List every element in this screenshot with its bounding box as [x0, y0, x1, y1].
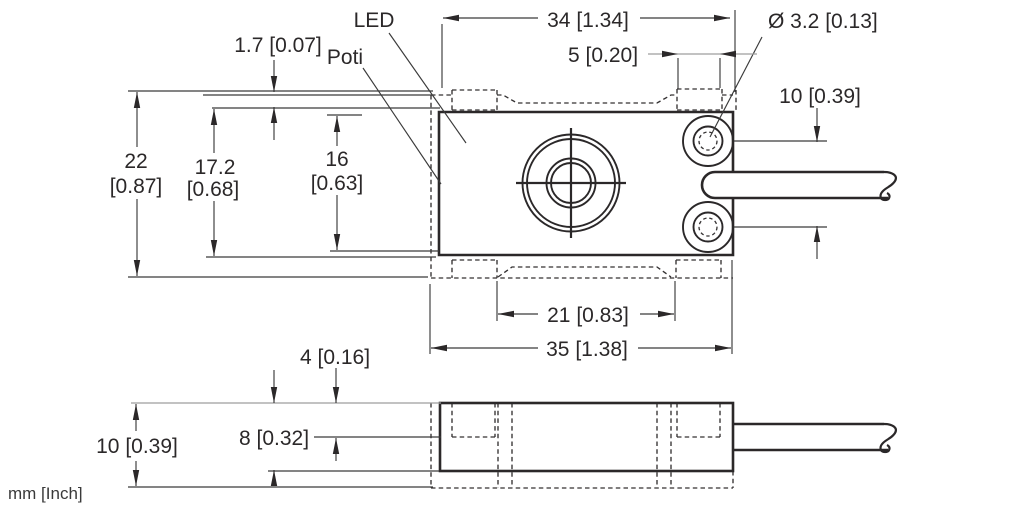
dim-thickness: 8 [0.32]	[239, 427, 309, 450]
dim-hole-spacing: 10 [0.39]	[779, 85, 861, 108]
dim-inner-height-mm: 16	[325, 148, 348, 171]
led-label: LED	[354, 9, 395, 32]
dim-inner-height-in: [0.63]	[311, 172, 364, 195]
arrowheads-top-view	[133, 14, 821, 352]
dim-overall-width: 35 [1.38]	[546, 338, 628, 361]
hole-counterbore	[682, 201, 734, 253]
target-crosshair	[516, 128, 626, 238]
mounting-hole-top	[682, 115, 734, 167]
dim-lip-height: 1.7 [0.07]	[234, 34, 322, 57]
side-view: 4 [0.16] 8 [0.32] 10 [0.39]	[96, 346, 897, 489]
dim-side-overall-height: 10 [0.39]	[96, 435, 178, 458]
dim-overall-height-mm: 22	[124, 150, 147, 173]
led-leader-line	[388, 32, 467, 144]
arrowheads-side-view	[132, 387, 340, 486]
hole-hidden-circle	[698, 131, 718, 151]
dim-body-height-mm: 17.2	[195, 156, 236, 179]
cable-top-view	[700, 170, 888, 200]
bracket-contour-bottom-dashed	[431, 259, 733, 279]
mounting-hole-bottom	[682, 201, 734, 253]
flange-dashed-outline	[430, 403, 734, 489]
projection-lines-dashed	[497, 403, 672, 488]
cable-side-view	[733, 422, 888, 452]
slot-pockets-dashed	[451, 403, 721, 438]
bracket-contour-top-dashed	[431, 88, 737, 111]
units-note: mm [Inch]	[8, 484, 83, 503]
dim-hole-diameter: Ø 3.2 [0.13]	[768, 10, 878, 33]
hole-counterbore	[682, 115, 734, 167]
sensor-body-outline	[437, 110, 735, 257]
sensing-face-target	[516, 128, 626, 238]
dim-overall-height-in: [0.87]	[110, 175, 163, 198]
poti-leader-line	[362, 67, 442, 185]
dim-body-height-in: [0.68]	[187, 178, 240, 201]
extension-lines-side-view	[128, 436, 441, 488]
poti-label: Poti	[327, 46, 363, 69]
cable-break-symbol-top-view	[879, 170, 897, 202]
extension-lines-top-view	[128, 10, 827, 354]
top-view: LED Poti 1.7 [0.07] 34 [1.34] 5 [0.20] Ø…	[110, 9, 897, 361]
cable-break-symbol-side-view	[879, 422, 897, 454]
hole-bore	[692, 211, 724, 243]
dimension-lines-top-view	[136, 17, 818, 349]
dim-body-width: 34 [1.34]	[547, 9, 629, 32]
dim-slot-width: 5 [0.20]	[568, 44, 638, 67]
dim-slot-span: 21 [0.83]	[547, 304, 629, 327]
dim-cable-offset: 4 [0.16]	[300, 346, 370, 369]
hole-bore	[692, 125, 724, 157]
hole-hidden-circle	[698, 217, 718, 237]
